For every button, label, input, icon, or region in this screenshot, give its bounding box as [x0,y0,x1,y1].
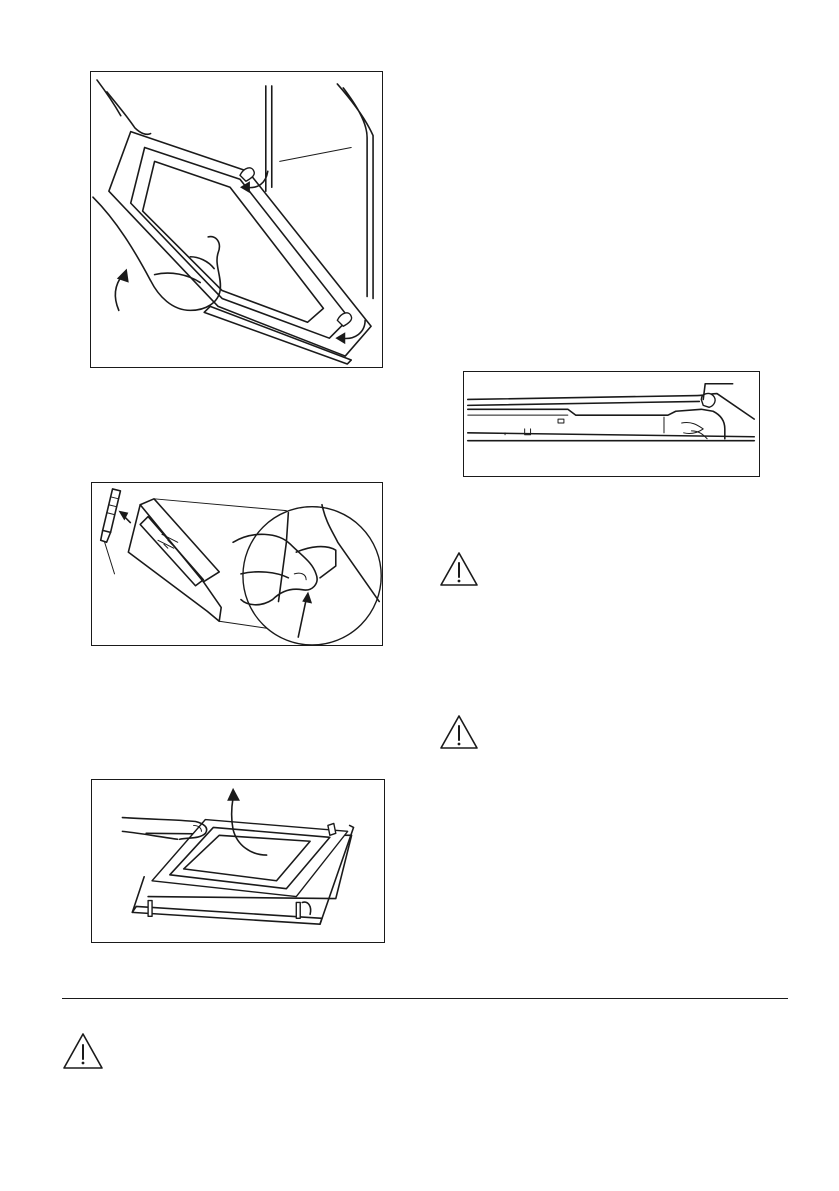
door-panel-release-illustration [92,483,382,645]
warning-triangle-icon [62,1032,104,1070]
section-divider [62,998,788,999]
figure-door-panel-lift-detail [91,482,383,646]
figure-glass-panel-removal [91,779,385,943]
figure-door-seal-clip-section [463,371,760,477]
figure-remove-door-hinges [90,71,383,368]
glass-panel-lift-illustration [92,780,384,942]
warning-triangle-icon [439,714,479,750]
door-seal-section-illustration [464,372,759,476]
warning-triangle-icon [439,551,479,587]
oven-door-hinge-release-illustration [91,72,382,367]
